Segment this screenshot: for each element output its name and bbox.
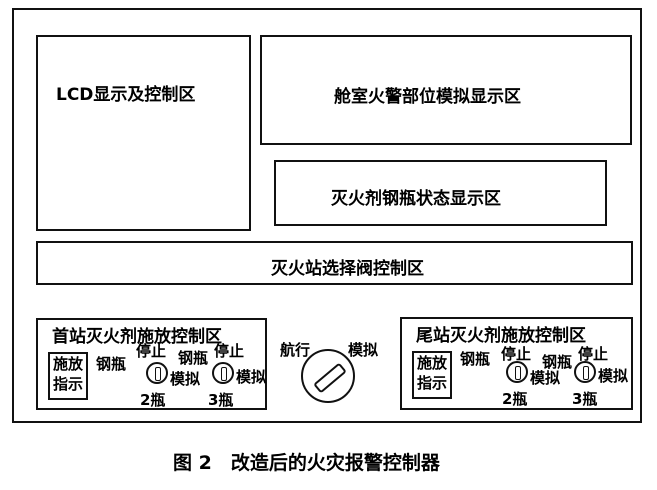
mode-selector-knob[interactable] — [301, 349, 355, 403]
cabin-alarm-display-area: 舱室火警部位模拟显示区 — [260, 35, 632, 145]
stern-release-indicator: 施放 指示 — [412, 351, 452, 399]
valve-control-area-label: 灭火站选择阀控制区 — [271, 259, 424, 279]
bow-indicator-line2: 指示 — [52, 375, 83, 393]
bow-cylinder-label-2: 钢瓶 — [178, 349, 209, 367]
stern-cylinder-label-1: 钢瓶 — [460, 350, 491, 368]
stern-cylinder-2-knob[interactable] — [506, 361, 528, 383]
mode-switch-left-label: 航行 — [280, 341, 311, 359]
bow-cylinder-2-knob[interactable] — [146, 362, 168, 384]
bow-simulate-label-1: 模拟 — [170, 370, 201, 388]
bow-simulate-label-2: 模拟 — [236, 368, 267, 386]
stern-stop-label-2: 停止 — [578, 345, 609, 363]
cylinder-status-area-label: 灭火剂钢瓶状态显示区 — [331, 189, 501, 209]
stern-station-release-area: 尾站灭火剂施放控制区 施放 指示 钢瓶 停止 模拟 2瓶 钢瓶 停止 模拟 3瓶 — [400, 317, 633, 410]
stern-count-2: 3瓶 — [572, 390, 598, 408]
bow-cylinder-3-knob[interactable] — [212, 362, 234, 384]
stern-indicator-line1: 施放 — [416, 354, 447, 372]
figure-caption: 图 2 改造后的火灾报警控制器 — [173, 452, 440, 474]
cylinder-status-display-area: 灭火剂钢瓶状态显示区 — [274, 160, 607, 226]
mode-switch-right-label: 模拟 — [348, 341, 379, 359]
bow-count-2: 3瓶 — [208, 391, 234, 409]
bow-station-release-area: 首站灭火剂施放控制区 施放 指示 钢瓶 停止 模拟 2瓶 钢瓶 停止 模拟 3瓶 — [36, 318, 267, 410]
stern-simulate-label-2: 模拟 — [598, 367, 629, 385]
stern-count-1: 2瓶 — [502, 390, 528, 408]
lcd-area-label: LCD显示及控制区 — [56, 85, 196, 105]
stern-cylinder-3-knob[interactable] — [574, 361, 596, 383]
bow-cylinder-label-1: 钢瓶 — [96, 355, 127, 373]
valve-control-area: 灭火站选择阀控制区 — [36, 241, 633, 285]
bow-stop-label-2: 停止 — [214, 342, 245, 360]
stern-station-title: 尾站灭火剂施放控制区 — [416, 326, 586, 346]
bow-indicator-line1: 施放 — [52, 355, 83, 373]
stern-simulate-label-1: 模拟 — [530, 369, 561, 387]
bow-station-title: 首站灭火剂施放控制区 — [52, 327, 222, 347]
lcd-display-area: LCD显示及控制区 — [36, 35, 251, 231]
stern-indicator-line2: 指示 — [416, 374, 447, 392]
bow-count-1: 2瓶 — [140, 391, 166, 409]
bow-release-indicator: 施放 指示 — [48, 352, 88, 400]
bow-stop-label-1: 停止 — [136, 342, 167, 360]
cabin-alarm-area-label: 舱室火警部位模拟显示区 — [334, 87, 521, 107]
mode-selector-knob-bar — [313, 362, 347, 394]
stern-cylinder-label-2: 钢瓶 — [542, 353, 573, 371]
stern-stop-label-1: 停止 — [501, 345, 532, 363]
